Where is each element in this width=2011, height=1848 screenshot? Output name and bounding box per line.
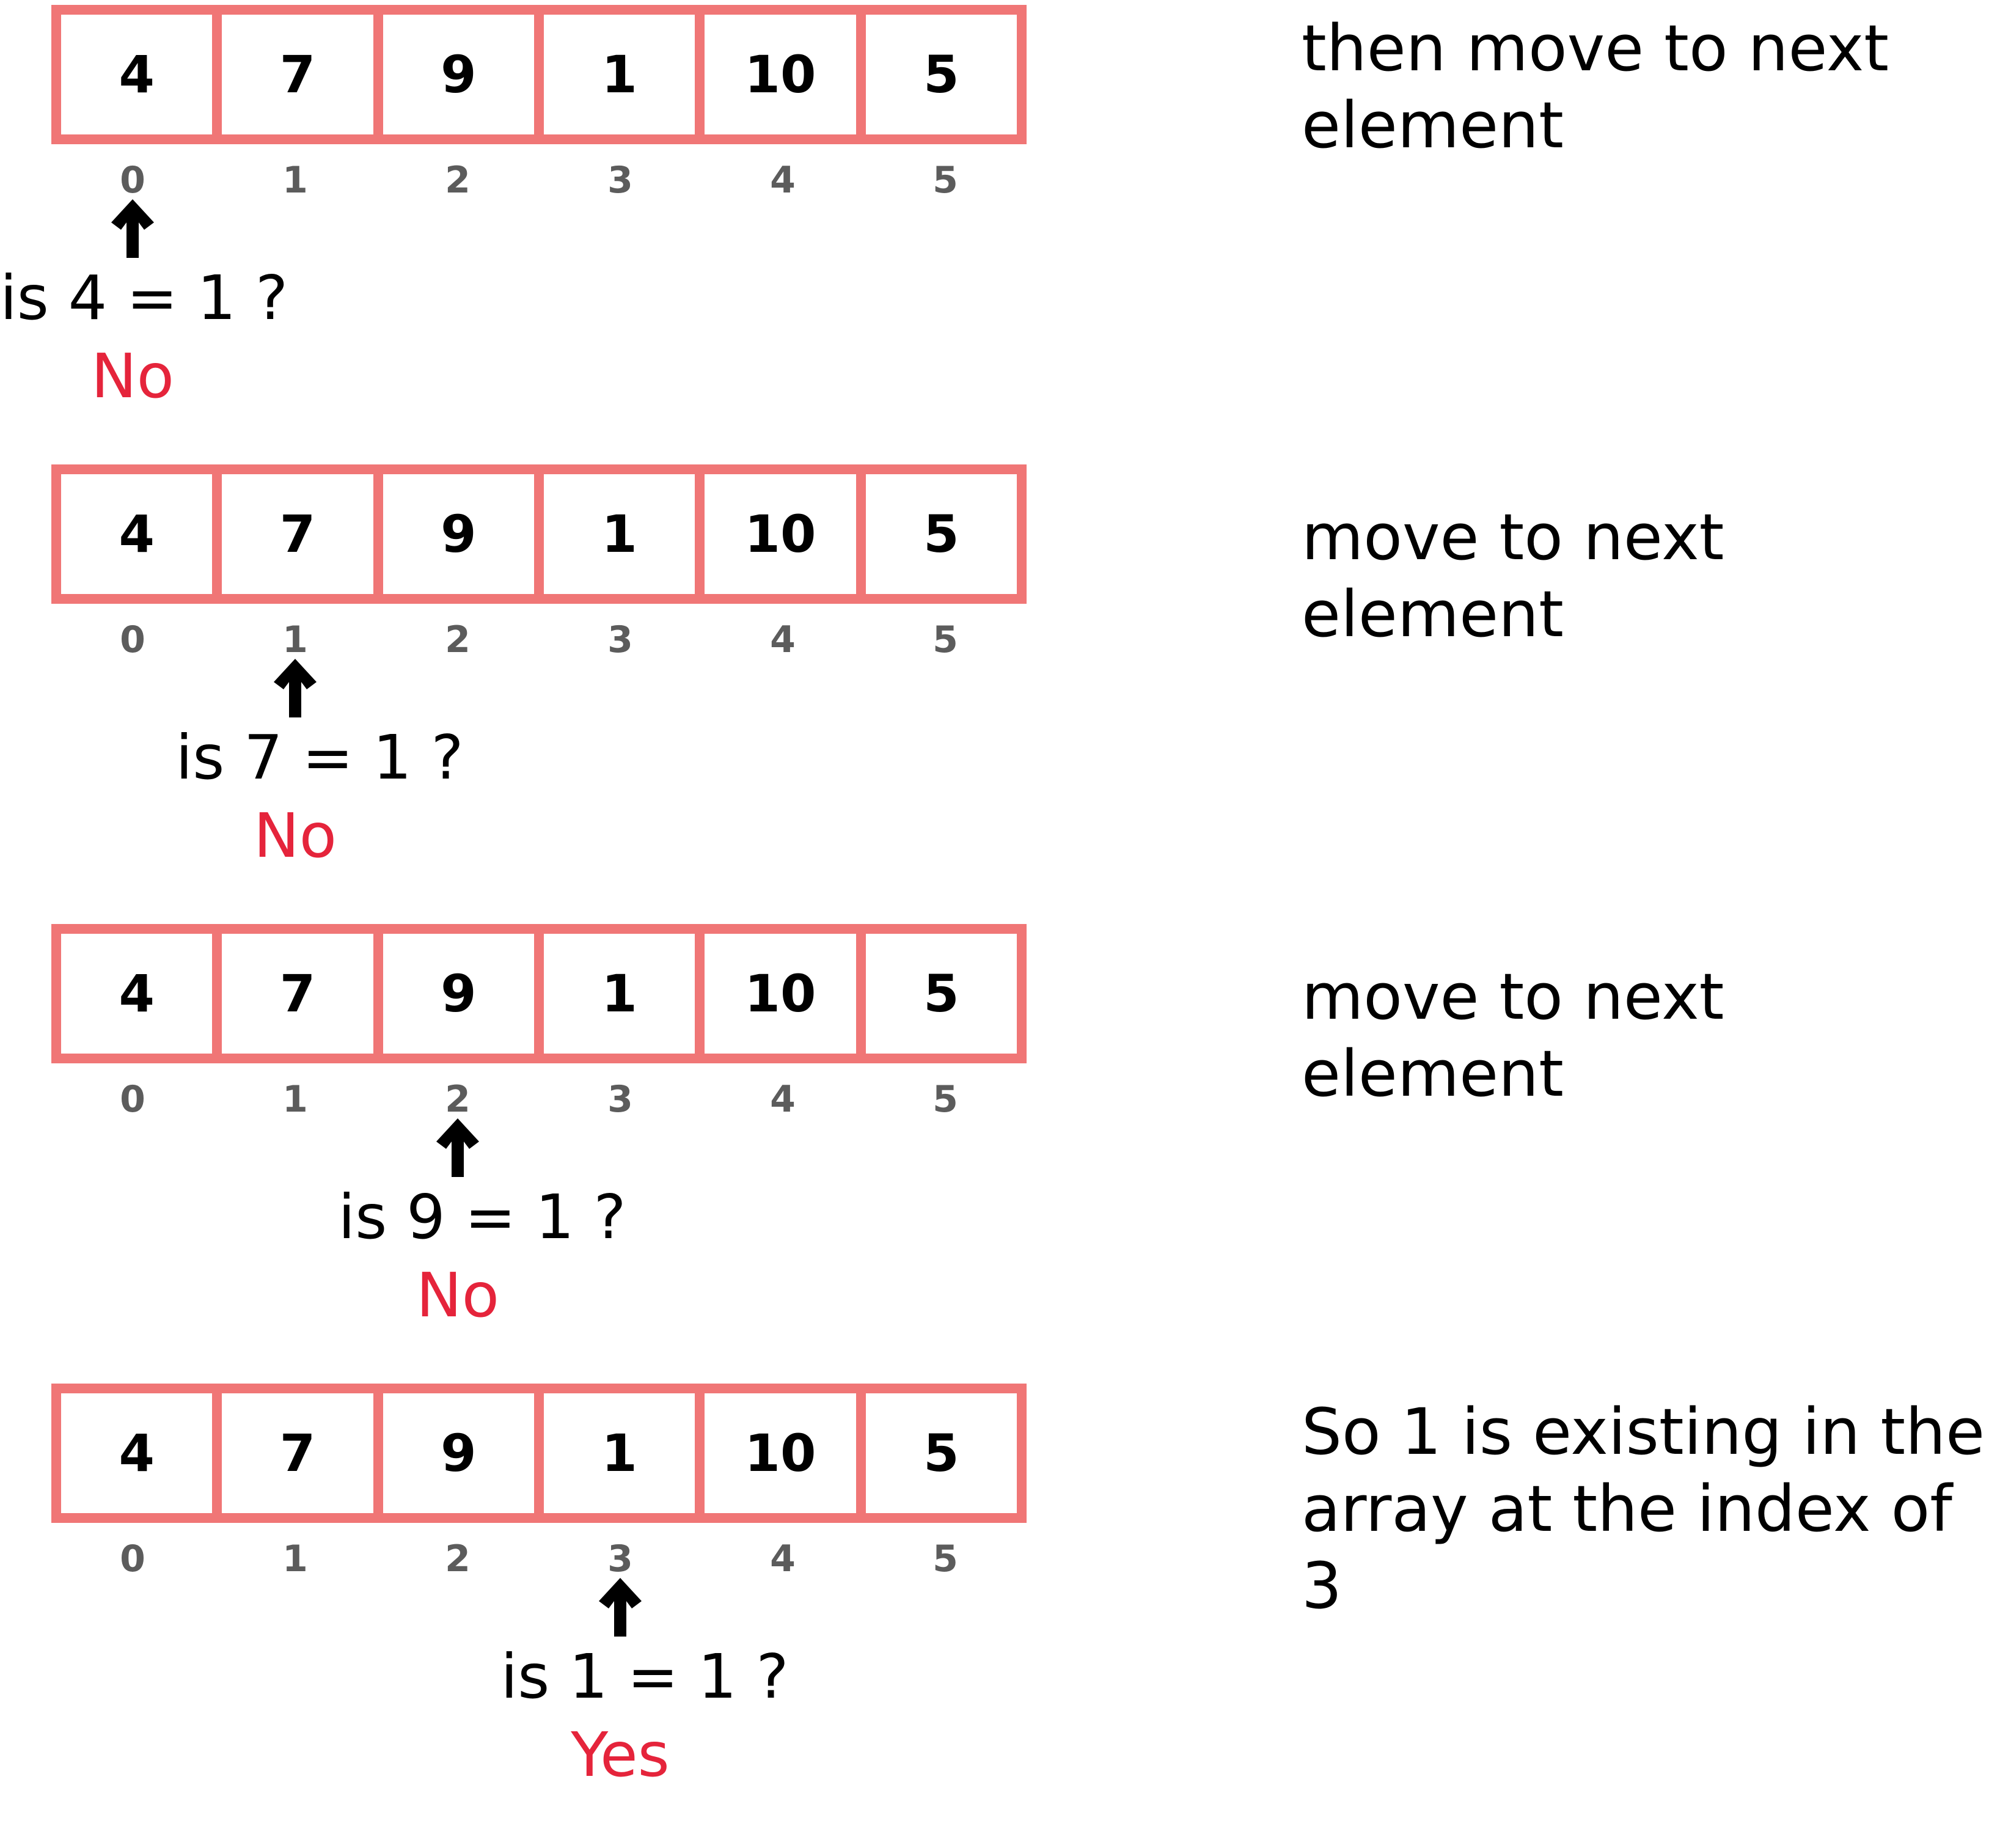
array-index: 5 xyxy=(932,1538,958,1580)
array-index: 3 xyxy=(607,159,633,202)
array-index: 2 xyxy=(445,159,471,202)
array-index: 4 xyxy=(770,1078,796,1121)
comparison-question: is 4 = 1 ? xyxy=(0,262,288,334)
step-note: So 1 is existing in the array at the ind… xyxy=(1302,1395,1985,1623)
array-cell: 4 xyxy=(61,15,222,134)
array-index: 1 xyxy=(282,1078,308,1121)
up-arrow-icon xyxy=(274,659,317,717)
array-cell: 5 xyxy=(923,1423,959,1483)
array-cell: 10 xyxy=(705,15,866,134)
array-cell: 10 xyxy=(705,474,866,594)
array-index: 1 xyxy=(282,1538,308,1580)
index-row: 0 1 2 3 4 5 xyxy=(51,612,1027,667)
comparison-answer: Yes xyxy=(571,1719,670,1791)
comparison-question: is 9 = 1 ? xyxy=(338,1181,626,1253)
array-index: 0 xyxy=(120,159,145,202)
array-cell: 9 xyxy=(383,15,544,134)
array-cell: 7 xyxy=(222,1393,383,1513)
index-row: 0 1 2 3 4 5 xyxy=(51,153,1027,208)
array-index: 5 xyxy=(932,1078,958,1121)
array-cell: 5 xyxy=(923,504,959,564)
array-cell: 10 xyxy=(705,934,866,1054)
index-row: 0 1 2 3 4 5 xyxy=(51,1072,1027,1127)
array-index: 0 xyxy=(120,1538,145,1580)
array-index: 1 xyxy=(282,618,308,661)
array-index: 3 xyxy=(607,618,633,661)
search-step-4: 4 7 9 1 10 5 0 1 2 3 4 5 is 1 = 1 ? Yes … xyxy=(0,1384,2011,1848)
array-cell: 7 xyxy=(222,474,383,594)
array-index: 5 xyxy=(932,618,958,661)
search-step-2: 4 7 9 1 10 5 0 1 2 3 4 5 is 7 = 1 ? No m… xyxy=(0,464,2011,929)
array-cell: 5 xyxy=(923,964,959,1024)
search-step-1: 4 7 9 1 10 5 0 1 2 3 4 5 is 4 = 1 ? No t… xyxy=(0,5,2011,469)
array-index: 3 xyxy=(607,1538,633,1580)
index-row: 0 1 2 3 4 5 xyxy=(51,1531,1027,1586)
array-cell: 9 xyxy=(383,474,544,594)
step-note: then move to next element xyxy=(1302,11,1889,163)
up-arrow-icon xyxy=(599,1578,642,1637)
array-index: 2 xyxy=(445,618,471,661)
array-index: 4 xyxy=(770,1538,796,1580)
step-note: move to next element xyxy=(1302,500,1724,651)
array-cell: 9 xyxy=(383,1393,544,1513)
array-cell: 4 xyxy=(61,934,222,1054)
array-index: 5 xyxy=(932,159,958,202)
array-index: 0 xyxy=(120,1078,145,1121)
array-row: 4 7 9 1 10 5 xyxy=(51,1384,1027,1523)
comparison-question: is 7 = 1 ? xyxy=(175,722,464,793)
array-cell: 1 xyxy=(544,1393,705,1513)
up-arrow-icon xyxy=(111,199,154,258)
array-cell: 7 xyxy=(222,934,383,1054)
array-index: 1 xyxy=(282,159,308,202)
array-index: 2 xyxy=(445,1078,471,1121)
comparison-question: is 1 = 1 ? xyxy=(500,1641,789,1712)
array-cell: 1 xyxy=(544,934,705,1054)
array-cell: 10 xyxy=(705,1393,866,1513)
array-row: 4 7 9 1 10 5 xyxy=(51,924,1027,1063)
array-cell: 1 xyxy=(544,15,705,134)
array-cell: 7 xyxy=(222,15,383,134)
array-index: 0 xyxy=(120,618,145,661)
array-index: 2 xyxy=(445,1538,471,1580)
comparison-answer: No xyxy=(91,340,174,412)
search-step-3: 4 7 9 1 10 5 0 1 2 3 4 5 is 9 = 1 ? No m… xyxy=(0,924,2011,1388)
array-cell: 1 xyxy=(544,474,705,594)
up-arrow-icon xyxy=(436,1118,479,1177)
array-cell: 5 xyxy=(923,45,959,105)
comparison-answer: No xyxy=(416,1260,499,1331)
array-index: 3 xyxy=(607,1078,633,1121)
array-cell: 9 xyxy=(383,934,544,1054)
array-index: 4 xyxy=(770,618,796,661)
array-row: 4 7 9 1 10 5 xyxy=(51,464,1027,604)
array-cell: 4 xyxy=(61,474,222,594)
comparison-answer: No xyxy=(254,800,337,871)
array-cell: 4 xyxy=(61,1393,222,1513)
step-note: move to next element xyxy=(1302,959,1724,1111)
array-row: 4 7 9 1 10 5 xyxy=(51,5,1027,144)
array-index: 4 xyxy=(770,159,796,202)
